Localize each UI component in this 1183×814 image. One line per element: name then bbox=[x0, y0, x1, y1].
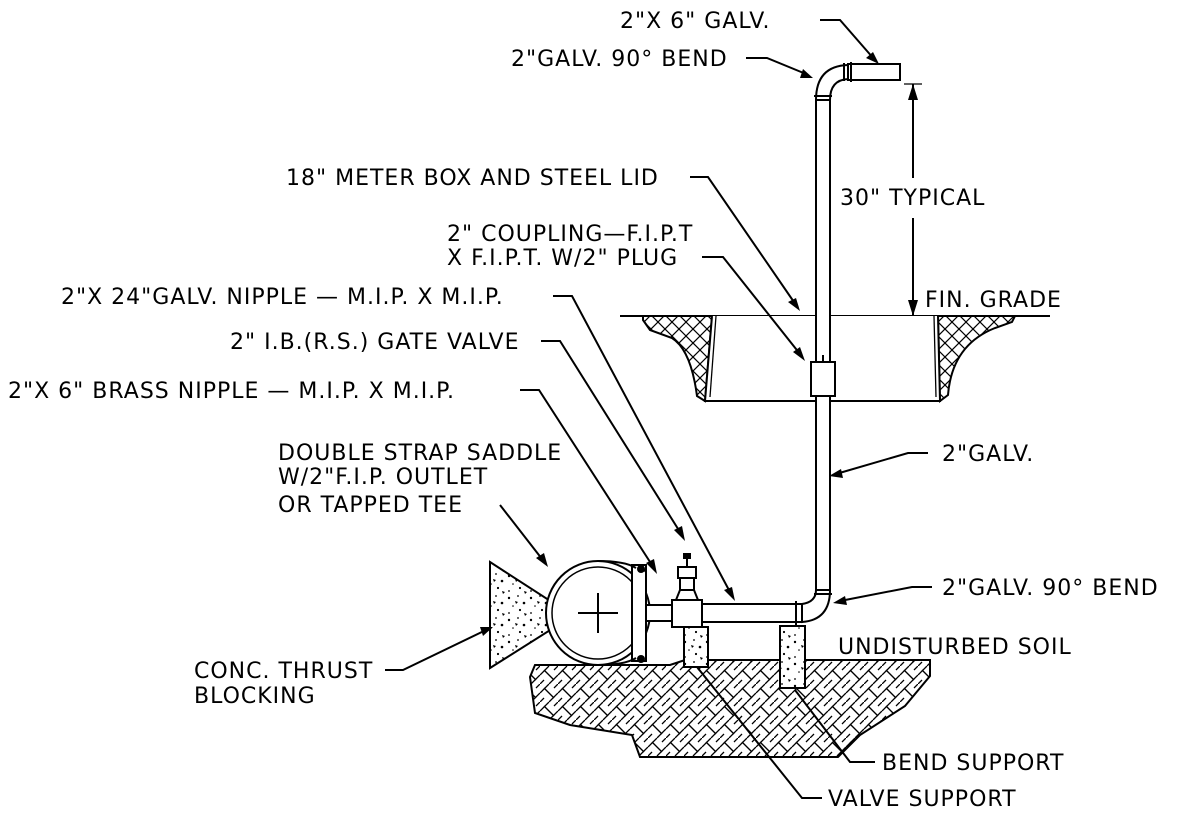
label-saddle-line1: DOUBLE STRAP SADDLE bbox=[278, 441, 562, 466]
label-bend-bottom: 2"GALV. 90° BEND bbox=[942, 576, 1159, 601]
leader-nipple-24 bbox=[553, 295, 735, 601]
label-valve-support: VALVE SUPPORT bbox=[828, 787, 1017, 812]
valve-support bbox=[683, 626, 709, 668]
label-bend-top: 2"GALV. 90° BEND bbox=[511, 47, 728, 72]
label-bend-support: BEND SUPPORT bbox=[882, 751, 1064, 776]
leader-brass-nipple bbox=[520, 389, 657, 574]
top-90-bend bbox=[814, 63, 849, 101]
pipe-coupling bbox=[810, 355, 836, 397]
label-nipple-24: 2"X 24"GALV. NIPPLE — M.I.P. X M.I.P. bbox=[61, 285, 504, 310]
leader-meter-box bbox=[690, 176, 800, 311]
label-gate-valve: 2" I.B.(R.S.) GATE VALVE bbox=[230, 330, 520, 355]
bottom-90-bend bbox=[801, 589, 832, 624]
leader-saddle bbox=[499, 504, 548, 567]
leader-coupling bbox=[702, 256, 805, 361]
label-brass-nipple: 2"X 6" BRASS NIPPLE — M.I.P. X M.I.P. bbox=[8, 379, 455, 404]
leader-valve-support bbox=[696, 666, 822, 799]
leader-thrust bbox=[385, 627, 493, 671]
horizontal-nipple bbox=[699, 601, 803, 625]
label-meter-box: 18" METER BOX AND STEEL LID bbox=[286, 166, 659, 191]
label-saddle-line2: W/2"F.I.P. OUTLET bbox=[278, 465, 488, 490]
label-thrust-line2: BLOCKING bbox=[194, 684, 316, 709]
label-typical: 30" TYPICAL bbox=[840, 186, 985, 211]
gate-valve bbox=[671, 553, 703, 628]
brass-nipple bbox=[645, 604, 673, 622]
top-galv-nipple bbox=[847, 62, 901, 82]
label-galv-2x6: 2"X 6" GALV. bbox=[620, 9, 770, 34]
leader-gate-valve bbox=[541, 340, 685, 541]
meter-box-left-soil bbox=[642, 315, 714, 403]
label-coupling-line1: 2" COUPLING—F.I.P.T bbox=[447, 222, 693, 247]
leader-galv-2x6 bbox=[820, 19, 879, 64]
typical-dimension bbox=[904, 83, 922, 316]
label-fin-grade: FIN. GRADE bbox=[925, 288, 1062, 313]
leader-bend-bottom bbox=[833, 586, 932, 605]
bend-support bbox=[779, 625, 806, 689]
label-saddle-line3: OR TAPPED TEE bbox=[278, 493, 463, 518]
label-undisturbed-soil: UNDISTURBED SOIL bbox=[838, 635, 1072, 660]
leader-galv-2 bbox=[829, 452, 928, 478]
riser-pipe bbox=[815, 99, 831, 591]
main-pipe bbox=[545, 560, 651, 666]
label-thrust-line1: CONC. THRUST bbox=[194, 659, 373, 684]
leader-bend-top bbox=[746, 57, 813, 78]
label-galv-2: 2"GALV. bbox=[942, 442, 1034, 467]
leader-bend-support bbox=[794, 689, 875, 763]
meter-box-right-soil bbox=[936, 315, 1017, 403]
label-coupling-line2: X F.I.P.T. W/2" PLUG bbox=[447, 246, 678, 271]
